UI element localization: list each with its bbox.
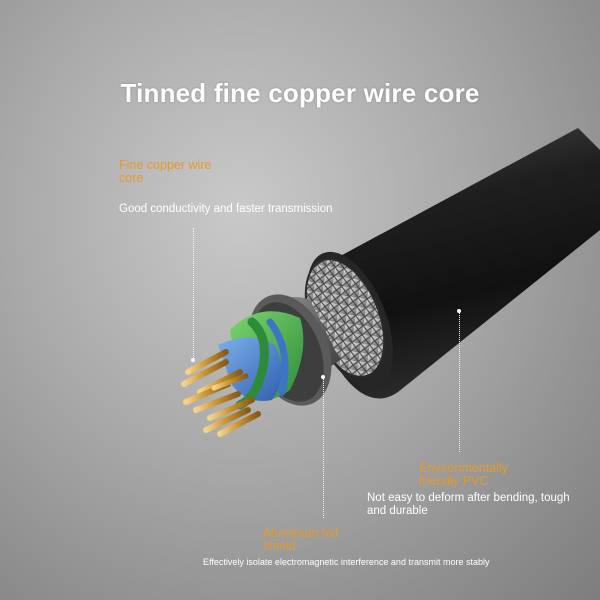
copper-leader-dot [191,358,195,362]
copper-core-description: Good conductivity and faster transmissio… [119,203,333,215]
foil-leader-line [323,378,324,518]
copper-core-label: Fine copper wire core [119,158,212,185]
page-title: Tinned fine copper wire core [120,78,480,108]
foil-shield-description: Effectively isolate electromagnetic inte… [203,557,490,567]
pvc-jacket-description: Not easy to deform after bending, tough … [367,492,570,517]
copper-strands [181,349,261,437]
jacket-leader-line [459,312,460,452]
foil-leader-dot [321,375,325,379]
jacket-leader-dot [457,309,461,313]
foil-shield-label: Aluminum foil shield [263,526,339,553]
copper-leader-line [193,228,194,360]
pvc-jacket-label: Environmentally friendly PVC [419,461,508,488]
